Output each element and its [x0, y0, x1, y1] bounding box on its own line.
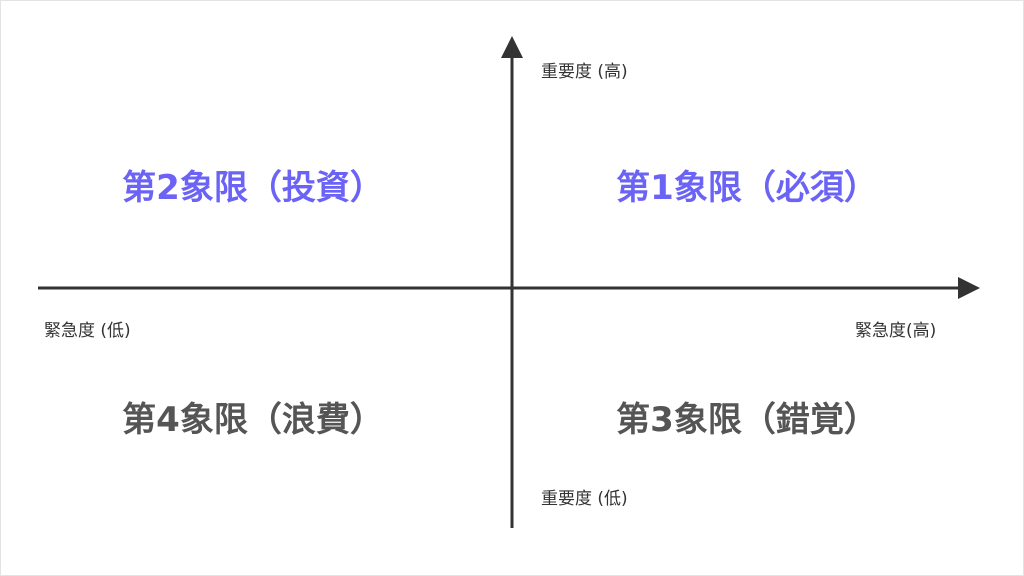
vertical-axis-arrowhead	[501, 36, 523, 58]
urgency-high-label: 緊急度(高)	[855, 321, 937, 341]
quadrant-3-label: 第3象限（錯覚）	[616, 400, 878, 440]
quadrant-4-label: 第4象限（浪費）	[122, 400, 384, 440]
importance-high-label: 重要度 (高)	[541, 62, 628, 82]
quadrant-2-label: 第2象限（投資）	[122, 168, 384, 208]
quadrant-1-label: 第1象限（必須）	[616, 168, 878, 208]
importance-low-label: 重要度 (低)	[541, 489, 628, 509]
horizontal-axis-arrowhead	[958, 277, 980, 299]
urgency-low-label: 緊急度 (低)	[44, 321, 131, 341]
